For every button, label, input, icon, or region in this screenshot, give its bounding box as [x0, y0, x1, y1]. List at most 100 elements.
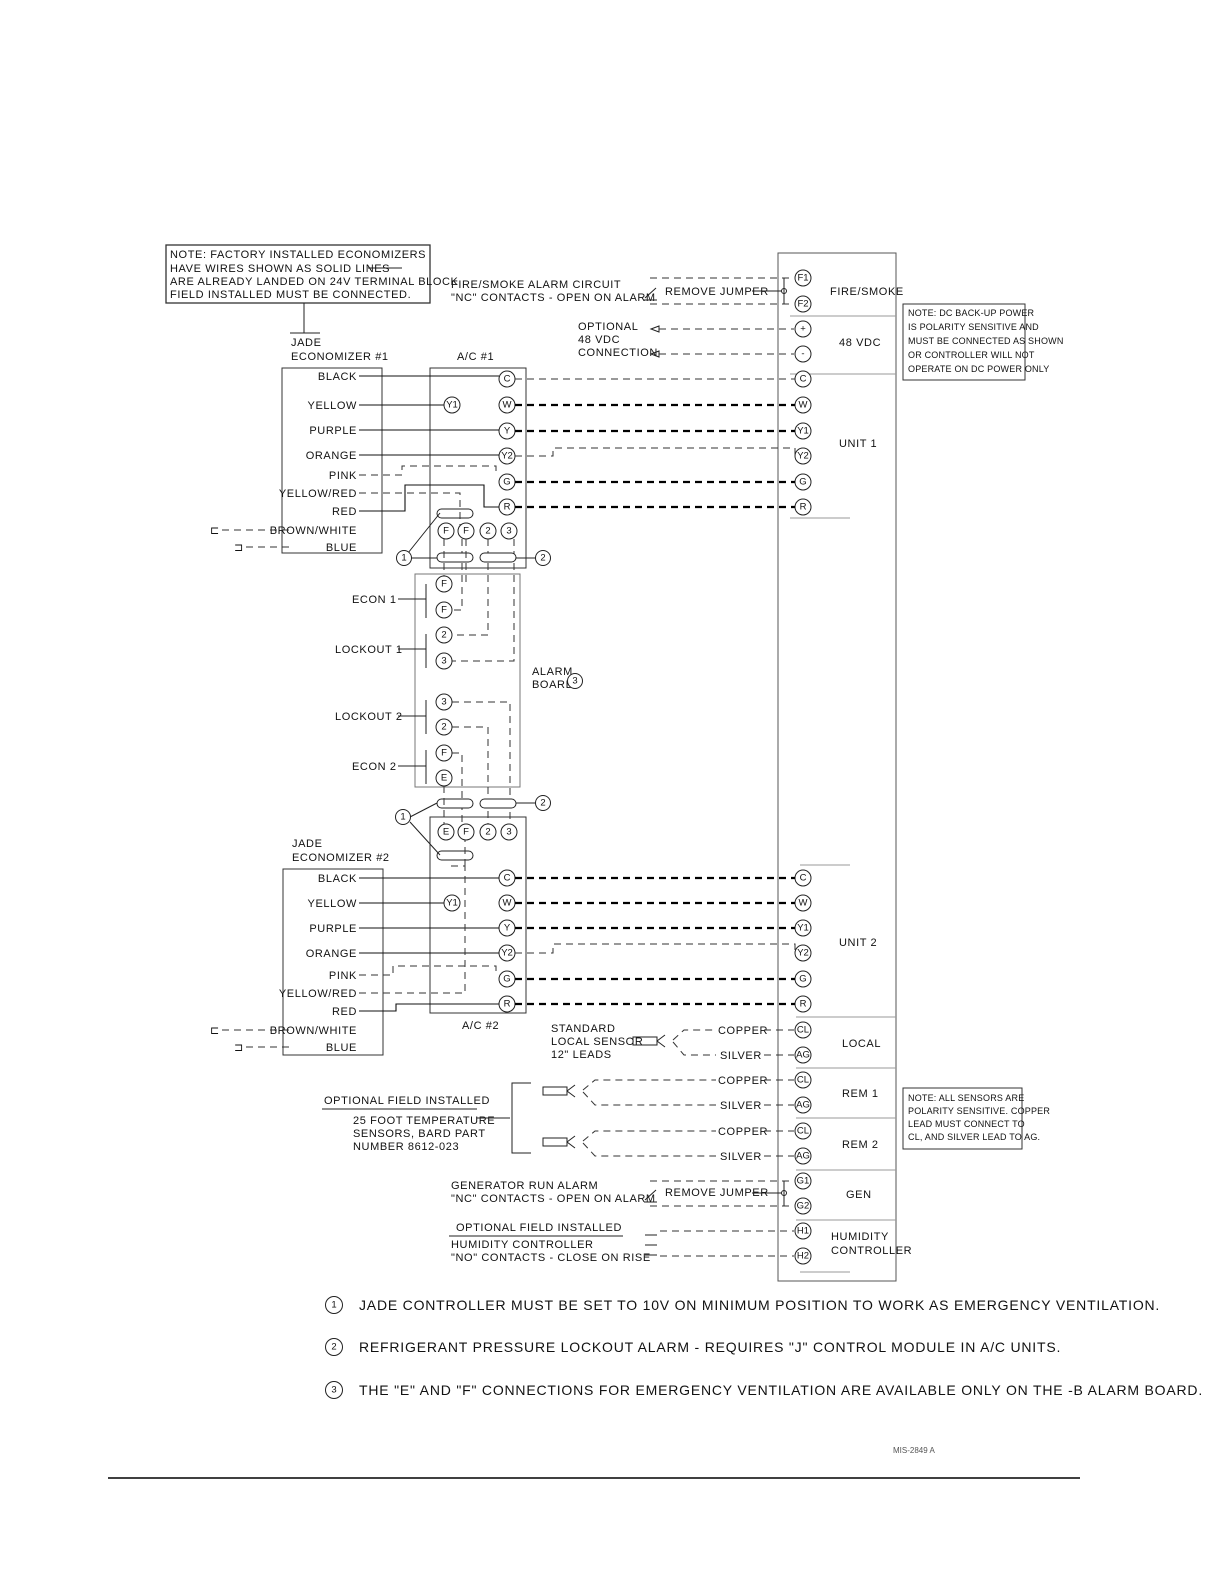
alarm-board-terminal: [435, 626, 453, 644]
wire-color-label: YELLOW/RED: [279, 488, 357, 500]
remove-jumper-label: REMOVE JUMPER: [665, 286, 769, 298]
ac-1-alarm-terminal-label: F: [443, 526, 449, 537]
wire: [359, 492, 461, 527]
marker-two: 2: [540, 798, 545, 809]
fire-smoke-terminal: [794, 269, 812, 287]
unit-1-terminal-label: C: [800, 374, 807, 385]
humidity-controller: OPTIONAL FIELD INSTALLED HUMIDITY CONTRO…: [449, 1222, 794, 1264]
section-label-local: LOCAL: [842, 1038, 881, 1050]
fire-smoke-circuit: FIRE/SMOKE ALARM CIRCUIT "NC" CONTACTS -…: [451, 277, 794, 305]
wire-color-label: BLACK: [318, 371, 357, 383]
footnote-text: THE "E" AND "F" CONNECTIONS FOR EMERGENC…: [359, 1382, 1203, 1398]
alarm-board-terminal-label: 2: [441, 630, 446, 641]
local-terminal: [794, 1021, 812, 1039]
ac-1-terminal-label: W: [503, 400, 512, 411]
alarm-board-title: ALARM: [532, 666, 573, 678]
dc-note-line: IS POLARITY SENSITIVE AND: [908, 322, 1039, 332]
ac-1-alarm-terminal-label: 3: [506, 526, 511, 537]
wire-color-label: BLUE: [326, 542, 357, 554]
wire-color-label: PINK: [329, 470, 357, 482]
factory-note-line: NOTE: FACTORY INSTALLED ECONOMIZERS: [170, 249, 426, 261]
local-sensor-text: 12" LEADS: [551, 1049, 612, 1061]
dc48-terminal-label: +: [800, 324, 806, 335]
dc48-text: CONNECTION: [578, 347, 658, 359]
dc48-text: OPTIONAL: [578, 321, 638, 333]
remote-sensor-text: 25 FOOT TEMPERATURE: [353, 1115, 495, 1127]
factory-note-line: ARE ALREADY LANDED ON 24V TERMINAL BLOCK: [170, 276, 459, 288]
dc48-terminal: [794, 320, 812, 338]
ac-2-alarm-terminal: [479, 823, 497, 841]
remove-jumper-label: REMOVE JUMPER: [665, 1187, 769, 1199]
footnote-text: JADE CONTROLLER MUST BE SET TO 10V ON MI…: [359, 1297, 1160, 1313]
wire: [359, 965, 497, 976]
alarm-board-terminal-label: E: [441, 773, 447, 784]
unit-1-terminal: [794, 447, 812, 465]
unit-2-terminal-label: R: [800, 999, 807, 1010]
ac-2-terminal-label: C: [504, 873, 511, 884]
remote-sensor-text: NUMBER 8612-023: [353, 1141, 459, 1153]
wire: [359, 465, 497, 476]
ac-1-terminal-label: Y: [504, 426, 511, 437]
wire-color-label: BROWN/WHITE: [270, 1025, 357, 1037]
wire: [359, 484, 499, 512]
wire: [515, 943, 796, 954]
alarm-group-label: LOCKOUT 2: [335, 711, 403, 723]
ac-1-terminal-label: R: [504, 502, 511, 513]
ac-1-alarm-terminal: [500, 522, 518, 540]
ac-1-alarm-terminal-label: 2: [485, 526, 490, 537]
alarm-board-terminal: [435, 744, 453, 762]
economizer-1: JADE ECONOMIZER #1: [281, 337, 388, 554]
remote-sensor-optional: OPTIONAL FIELD INSTALLED: [324, 1095, 490, 1107]
humidity-terminal: [794, 1222, 812, 1240]
local-sensor: STANDARD LOCAL SENSOR 12" LEADS COPPER S…: [551, 1023, 794, 1062]
y1-terminal-label: Y1: [446, 898, 458, 909]
ac-1-terminal-label: C: [504, 374, 511, 385]
ac-2-alarm-terminal: [457, 823, 475, 841]
gen-terminal-label: G2: [797, 1201, 810, 1212]
copper-lead-label: COPPER: [718, 1025, 768, 1037]
unit-1-terminal-label: W: [799, 400, 808, 411]
wire-color-label: PURPLE: [309, 923, 357, 935]
sensors-note-line: POLARITY SENSITIVE. COPPER: [908, 1106, 1050, 1116]
alarm-board-terminal-label: F: [441, 579, 447, 590]
fire-smoke-terminal-label: F2: [797, 299, 808, 310]
wire: [515, 447, 796, 457]
alarm-group-label: LOCKOUT 1: [335, 644, 403, 656]
remote-sensor-text: SENSORS, BARD PART: [353, 1128, 486, 1140]
wire-color-label: YELLOW: [308, 898, 357, 910]
ac-2-terminal-label: R: [504, 999, 511, 1010]
plug-icon: ⊐: [234, 1042, 244, 1054]
unit-2-terminal: [794, 944, 812, 962]
generator-text: GENERATOR RUN ALARM: [451, 1180, 598, 1192]
ac-1-title: A/C #1: [457, 351, 494, 363]
jumper-pills: 1 2 1 2: [395, 508, 551, 861]
wire-color-label: BROWN/WHITE: [270, 525, 357, 537]
wire: [359, 1003, 499, 1012]
section-label-gen: GEN: [846, 1189, 872, 1201]
unit-2-terminal-label: C: [800, 873, 807, 884]
rem-2-terminal: [794, 1147, 812, 1165]
section-label-rem-1: REM 1: [842, 1088, 879, 1100]
ac-2-alarm-terminal: [437, 823, 455, 841]
local-terminal: [794, 1046, 812, 1064]
section-label-rem-2: REM 2: [842, 1139, 879, 1151]
ac-2-alarm-terminal-label: 3: [506, 827, 511, 838]
rem-2-terminal: [794, 1122, 812, 1140]
unit-2-terminal-label: Y1: [797, 923, 809, 934]
rem-1-terminal: [794, 1096, 812, 1114]
copper-lead-label: COPPER: [718, 1126, 768, 1138]
generated-wiring: F1F2+-CCWWY1YY2Y2GGRRBLACKYELLOWPURPLEOR…: [210, 269, 812, 1265]
alarm-board-terminal: [435, 652, 453, 670]
marker-one: 1: [400, 812, 405, 823]
alarm-board-terminal-label: F: [441, 748, 447, 759]
unit-2-terminal-label: G: [799, 974, 806, 985]
dc-note-line: NOTE: DC BACK-UP POWER: [908, 308, 1035, 318]
economizer-2: JADE ECONOMIZER #2: [282, 838, 389, 1056]
wire-color-label: ORANGE: [306, 948, 357, 960]
gen-terminal: [794, 1172, 812, 1190]
alarm-board-terminal: [435, 718, 453, 736]
rem-2-terminal-label: AG: [796, 1151, 810, 1162]
fire-smoke-terminal-label: F1: [797, 273, 808, 284]
local-terminal-label: AG: [796, 1050, 810, 1061]
economizer-1-title: JADE: [291, 337, 322, 349]
